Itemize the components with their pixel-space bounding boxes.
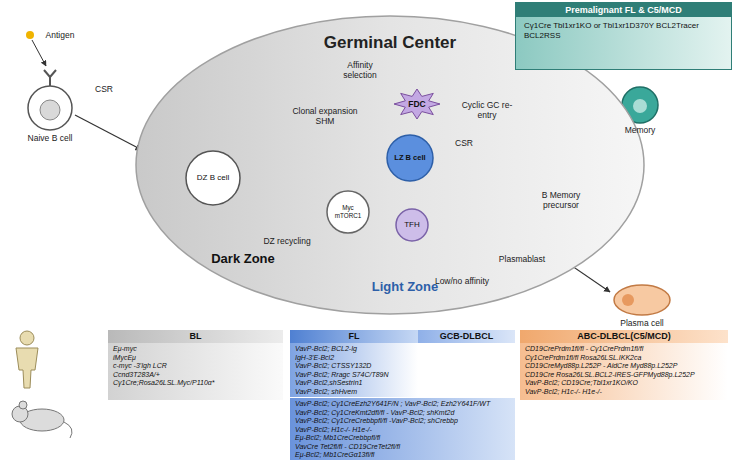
panel-heading: BL <box>108 330 283 343</box>
annotation-label: Naive B cell <box>10 133 90 143</box>
cell-label: Myc mTORC1 <box>326 204 370 221</box>
model-name: CD19CreMyd88p.L252P - AidCre Myd88p.L252… <box>520 362 728 371</box>
naive-b-cell <box>28 86 72 130</box>
panel-heading: GCB-DLBCL <box>418 330 515 343</box>
model-name: VavP-Bcl2; CTSSY132D <box>290 362 418 371</box>
annotation-label: Clonal expansion SHM <box>288 106 362 126</box>
model-name: VavP-Bcl2; H1c-/- H1e-/- <box>520 388 728 397</box>
annotation-label: Plasma cell <box>612 318 672 328</box>
model-name: VavP-Bcl2; H1c-/- H1e-/- <box>290 426 515 435</box>
cell-circle-shape <box>396 209 428 241</box>
cell-label: LZ B cell <box>389 153 430 163</box>
model-name: VavP-Bcl2; Rragc S74C/T89N <box>290 371 418 380</box>
cell-circle: Myc mTORC1 <box>326 190 370 234</box>
model-panel: ABC-DLBCL(C5/MCD) CD19CrePrdm1fl/fl - Cγ1… <box>520 330 728 400</box>
plasma-cell <box>614 285 670 315</box>
nucleus <box>633 99 647 113</box>
annotation-label: Memory <box>618 125 662 135</box>
model-panel: VavP-Bcl2; Cγ1CreEzh2Y641F/N ; VavP-Bcl2… <box>290 398 515 460</box>
model-name: Eμ-Bcl2; Mb1CreGα13fl/fl <box>290 451 515 460</box>
mouse-icon <box>12 401 72 438</box>
model-name: VavP-Bcl2; Cγ1CreEzh2Y641F/N ; VavP-Bcl2… <box>290 400 515 409</box>
model-name: VavP-Bcl2; shHvem <box>290 388 418 397</box>
entry-arrow <box>75 115 142 150</box>
model-name: VavP-Bcl2; Cγ1CreKmt2dfl/fl - VavP-Bcl2;… <box>290 409 515 418</box>
model-name: CD19Cre Rosa26LSL.BCL2-IRES-GFPMyd88p.L2… <box>520 371 728 380</box>
receptor <box>44 70 56 86</box>
model-name: Cγ1CrePrdm1fl/fl Rosa26LSL.IKK2ca <box>520 354 728 363</box>
nucleus <box>622 294 634 306</box>
model-name: Ccnd3T283A/+ <box>108 371 283 380</box>
annotation-label: Affinity selection <box>330 60 390 80</box>
model-name: iMycEμ <box>108 354 283 363</box>
model-name: Eμ-Bcl2; Mb1CreCrebbpfl/fl <box>290 434 515 443</box>
cell-circle-shape <box>387 135 433 181</box>
cell-circle-shape <box>186 151 240 205</box>
cell-circle: LZ B cell <box>386 134 434 182</box>
fdc-cell: FDC <box>394 89 440 119</box>
panel-heading: ABC-DLBCL(C5/MCD) <box>520 330 728 343</box>
annotation-label: Plasmablast <box>494 254 550 264</box>
model-name: Cγ1Cre;Rosa26LSL.Myc/P110α* <box>108 379 283 388</box>
cell-label: DZ B cell <box>192 173 234 183</box>
annotation-label: Low/no affinity <box>434 276 490 286</box>
binding-arrow <box>32 40 46 66</box>
cell-label: TFH <box>399 220 425 230</box>
model-name: c-myc -3'Igh LCR <box>108 362 283 371</box>
annotation-label: CSR <box>452 138 476 148</box>
model-name: VavP-Bcl2,shSestrin1 <box>290 379 418 388</box>
antigen-dot <box>26 31 34 39</box>
model-name: CD19CrePrdm1fl/fl - Cγ1CrePrdm1fl/fl <box>520 345 728 354</box>
model-name: IgH-3'E-Bcl2 <box>290 354 418 363</box>
model-panel: FLVavP-Bcl2; BCL2-IgIgH-3'E-Bcl2VavP-Bcl… <box>290 330 418 397</box>
model-panel: BL Eμ-myciMycEμc-myc -3'Igh LCRCcnd3T283A… <box>108 330 283 400</box>
cell-circle-shape <box>327 191 369 233</box>
zone-label: Dark Zone <box>193 251 293 266</box>
model-name: VavP-Bcl2; Cγ1CreCrebbpfl/fl -VavP-Bcl2;… <box>290 417 515 426</box>
annotation-label: B Memory precursor <box>533 190 589 210</box>
model-name: VavP-Bcl2; CD19Cre;Tbl1xr1KO/KO <box>520 379 728 388</box>
model-name: Eμ-myc <box>108 345 283 354</box>
model-name: VavCre Tet2fl/fl - CD19CreTet2fl/fl <box>290 443 515 452</box>
annotation-label: CSR <box>92 84 116 94</box>
panel-heading: FL <box>290 330 418 343</box>
model-panel: GCB-DLBCL <box>418 330 515 347</box>
annotation-label: Antigen <box>40 30 80 40</box>
model-name: VavP-Bcl2; BCL2-Ig <box>290 345 418 354</box>
premalignant-box: Premalignant FL & C5/MCDCγ1Cre Tbl1xr1KO… <box>515 2 732 70</box>
cell-label: FDC <box>403 99 430 109</box>
fdc-cell-shape <box>394 89 440 119</box>
cell-circle: TFH <box>395 208 429 242</box>
annotation-label: Cyclic GC re-entry <box>456 100 518 120</box>
box-body: Cγ1Cre Tbl1xr1KO or Tbl1xr1D370Y BCL2Tra… <box>516 17 731 45</box>
human-icon <box>16 331 38 388</box>
nucleus <box>40 100 60 120</box>
box-heading: Premalignant FL & C5/MCD <box>516 3 731 17</box>
annotation-label: DZ recycling <box>258 236 316 246</box>
cell-circle: DZ B cell <box>185 150 241 206</box>
